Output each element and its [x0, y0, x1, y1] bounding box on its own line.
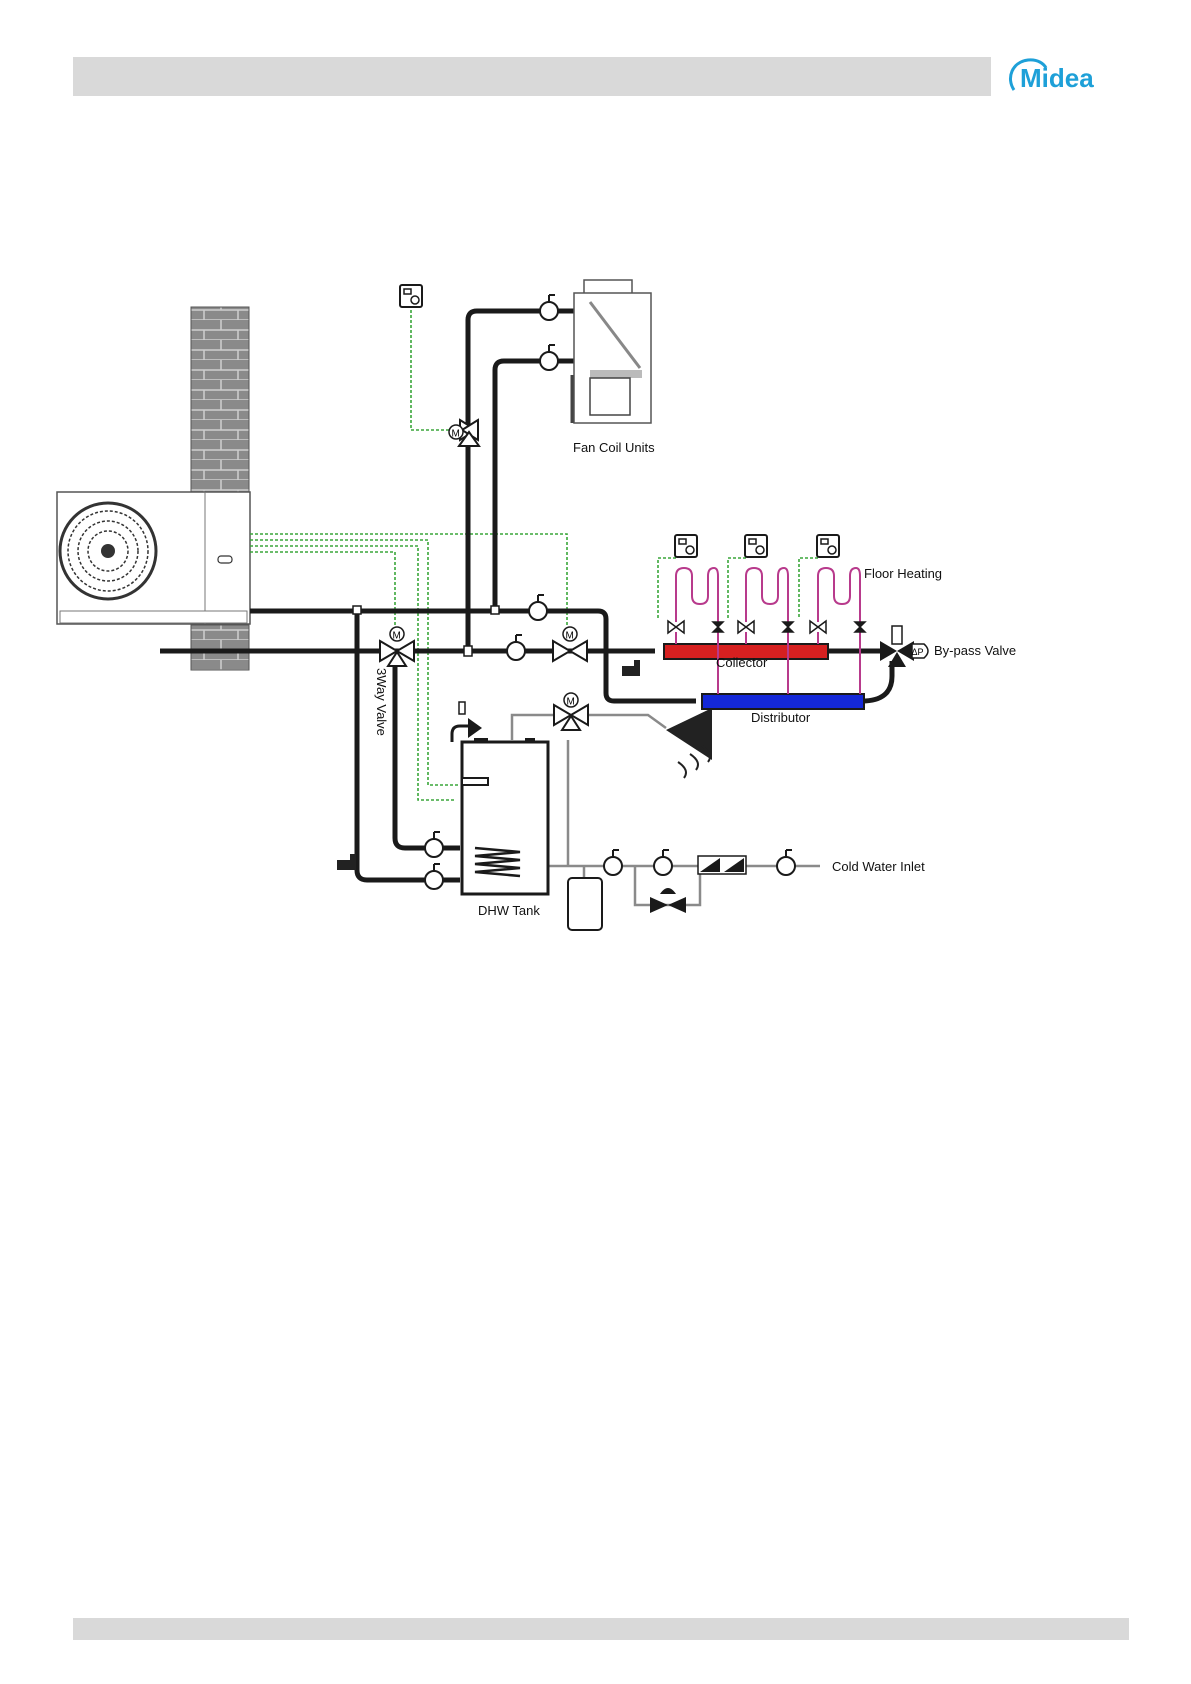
- control-wiring: [250, 305, 818, 800]
- thermostat-icon: [400, 285, 422, 307]
- delta-p-symbol: ΔP: [912, 647, 924, 657]
- motor-symbol: M: [567, 697, 575, 708]
- fan-coil-three-way-valve: M: [449, 420, 479, 446]
- label-three-way-valve: 3Way Valve: [374, 668, 389, 736]
- motor-symbol: M: [452, 429, 460, 440]
- label-fan-coil-units: Fan Coil Units: [573, 440, 655, 455]
- label-dhw-tank: DHW Tank: [478, 903, 540, 918]
- expansion-vessel: [568, 878, 602, 930]
- label-floor-heating: Floor Heating: [864, 566, 942, 581]
- pump-icon: [425, 832, 443, 857]
- pump-icon: [654, 850, 672, 875]
- thermostat-icon: [817, 535, 839, 557]
- distributor-bar: [702, 694, 864, 709]
- label-collector: Collector: [716, 655, 768, 670]
- thermostat-icon: [675, 535, 697, 557]
- drain-tap-icon: [622, 660, 640, 676]
- dhw-mixing-valve: M: [554, 693, 588, 730]
- drain-tap-icon: [337, 854, 356, 870]
- dhw-tank: [452, 718, 548, 894]
- motor-symbol: M: [393, 631, 401, 642]
- main-three-way-valve: M: [380, 627, 414, 666]
- backflow-preventer: [698, 856, 746, 874]
- pump-icon: [425, 864, 443, 889]
- thermostat-icon: [745, 535, 767, 557]
- outdoor-heat-pump-unit: [57, 492, 250, 624]
- fan-coil-unit: [572, 280, 651, 423]
- label-cold-water-inlet: Cold Water Inlet: [832, 859, 925, 874]
- floor-heating-loops: [676, 568, 860, 694]
- pump-icon: [540, 295, 558, 320]
- dhw-pipework: [512, 715, 820, 905]
- pump-icon: [507, 635, 525, 660]
- bypass-valve: ΔP: [880, 626, 928, 667]
- pump-icon: [777, 850, 795, 875]
- label-distributor: Distributor: [751, 710, 811, 725]
- label-bypass-valve: By-pass Valve: [934, 643, 1016, 658]
- pressure-reducing-valve: [650, 888, 686, 913]
- shower-icon: [666, 708, 712, 778]
- fan-icon: [60, 503, 156, 599]
- pump-icon: [540, 345, 558, 370]
- pump-icon: [529, 595, 547, 620]
- motor-symbol: M: [566, 631, 574, 642]
- floor-loop-valves: [668, 621, 865, 633]
- pump-icon: [604, 850, 622, 875]
- zone-two-way-valve: M: [553, 627, 587, 661]
